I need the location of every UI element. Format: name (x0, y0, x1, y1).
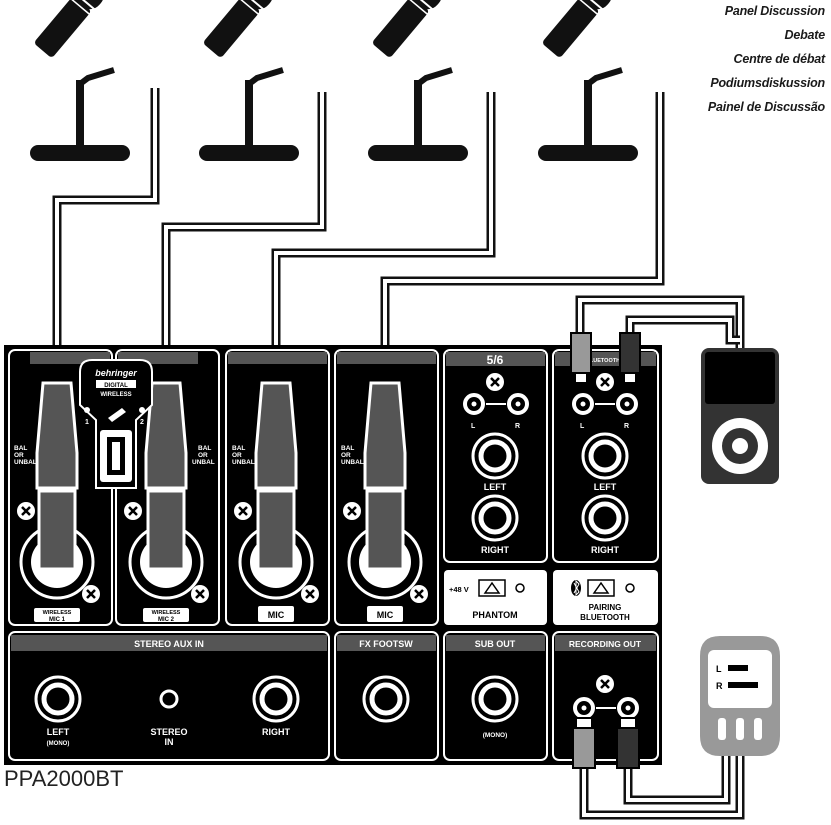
aux-mono-label: (MONO) (47, 741, 70, 747)
channel-3: BAL OR UNBAL MIC (225, 349, 330, 626)
recording-out-title: RECORDING OUT (569, 639, 642, 649)
bt-r-label: R (624, 423, 629, 430)
phantom-switch[interactable]: +48 V PHANTOM (444, 570, 547, 625)
model-name: PPA2000BT (4, 766, 124, 791)
ch56-left-label: LEFT (484, 482, 507, 492)
digital-label: DIGITAL (104, 383, 128, 389)
ch56-title: 5/6 (487, 353, 504, 367)
recorder-l-label: L (716, 664, 722, 674)
channel-5-6: 5/6 L R LEFT RIGHT (443, 349, 548, 563)
caption-portuguese: Painel de Discussão (707, 100, 825, 114)
pairing-label: PAIRING (589, 603, 622, 612)
caption-english: Panel Discussion (724, 4, 826, 18)
ch56-right-label: RIGHT (481, 545, 510, 555)
recording-cable (579, 756, 745, 820)
bal-label-2: BAL (198, 445, 211, 452)
bal-label-4: BAL (341, 445, 354, 452)
rca-plug-bt-left (570, 332, 592, 384)
sub-out: SUB OUT (MONO) (443, 631, 548, 761)
caption-spanish: Debate (784, 28, 826, 42)
or-label: OR (14, 452, 24, 459)
microphone-3 (368, 0, 468, 161)
microphone-4 (538, 0, 638, 161)
mic4-label: MIC (377, 610, 394, 620)
caption-french: Centre de débat (733, 52, 826, 66)
sub-out-title: SUB OUT (475, 639, 516, 649)
bt-right-label: RIGHT (591, 545, 620, 555)
rca-plug-bt-right (619, 332, 641, 384)
ch56-l-label: L (471, 423, 476, 430)
recorder-device: L R (700, 636, 780, 756)
sub-mono-label: (MONO) (483, 732, 508, 739)
mic-cables (52, 88, 665, 385)
led-1 (84, 407, 90, 413)
in-label: IN (165, 737, 174, 747)
unbal-label-2: UNBAL (192, 459, 215, 466)
unbal-label: UNBAL (14, 459, 37, 466)
microphone-2 (199, 0, 299, 161)
caption-german: Podiumsdiskussion (710, 76, 825, 90)
mic3-label: MIC (268, 610, 285, 620)
wireless-receiver: behringer DIGITAL WIRELESS 1 2 (79, 359, 153, 489)
rca-plug-rec-right (616, 717, 640, 769)
wireless-mic2-label: WIRELESS (152, 610, 181, 616)
aux-right-label: RIGHT (262, 727, 291, 737)
recorder-r-label: R (716, 681, 723, 691)
fx-footsw-title: FX FOOTSW (359, 639, 413, 649)
or-label-4: OR (341, 452, 351, 459)
wireless-mic1-label: WIRELESS (43, 610, 72, 616)
rca-plug-rec-left (572, 717, 596, 769)
recorder-r-meter (728, 682, 758, 688)
media-player-cable (575, 295, 745, 348)
or-label-2: OR (198, 452, 208, 459)
bt-left-label: LEFT (594, 482, 617, 492)
phantom-label: PHANTOM (472, 610, 517, 620)
bt-header: BLUETOOTH (586, 358, 620, 364)
wireless-label: WIRELESS (100, 392, 131, 398)
stereo-label: STEREO (150, 727, 187, 737)
stereo-aux-in: STEREO AUX IN LEFT (MONO) STEREO IN RIGH… (8, 631, 330, 761)
bal-label-3: BAL (232, 445, 245, 452)
fx-footswitch: FX FOOTSW (334, 631, 439, 761)
unbal-label-4: UNBAL (341, 459, 364, 466)
or-label-3: OR (232, 452, 242, 459)
channel-1: BAL OR UNBAL WIRELESS MIC 1 (8, 349, 113, 626)
channel-num-2: 2 (140, 419, 144, 426)
brand-logo: behringer (95, 368, 137, 378)
mic1-label: MIC 1 (49, 617, 66, 623)
phantom-voltage-label: +48 V (449, 585, 469, 594)
ch56-r-label: R (515, 423, 520, 430)
bluetooth-label: BLUETOOTH (580, 613, 630, 622)
channel-num-1: 1 (85, 419, 89, 426)
channel-2: BAL OR UNBAL WIRELESS MIC 2 (115, 349, 220, 626)
bt-l-label: L (580, 423, 585, 430)
unbal-label-3: UNBAL (232, 459, 255, 466)
pair-icon (108, 408, 126, 422)
led-2 (139, 407, 145, 413)
bluetooth-pairing-button[interactable]: PAIRING BLUETOOTH (553, 570, 658, 625)
stereo-aux-in-title: STEREO AUX IN (134, 639, 204, 649)
mic2-label: MIC 2 (158, 617, 175, 623)
channel-4: BAL OR UNBAL MIC (334, 349, 439, 626)
stereo-in-minijack (159, 689, 179, 709)
recorder-l-meter (728, 665, 748, 671)
bal-label: BAL (14, 445, 27, 452)
media-player (701, 348, 779, 484)
recording-out: RECORDING OUT (552, 631, 659, 761)
aux-left-label: LEFT (47, 727, 70, 737)
microphone-1 (30, 0, 130, 161)
